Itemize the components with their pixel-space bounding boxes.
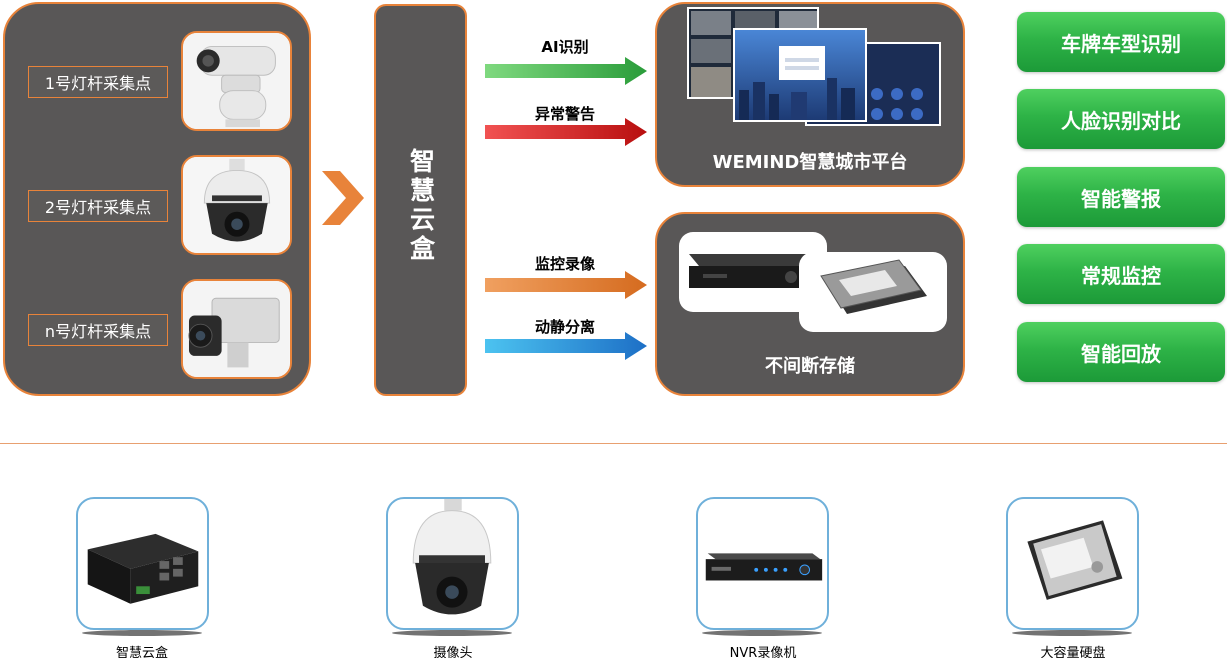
screen-city-login [733,28,867,122]
product-shadow [702,630,822,636]
platform-title: WEMIND智慧城市平台 [712,152,908,173]
flow-label-ai: AI识别 [541,38,589,56]
feature-face-recognition: 人脸识别对比 [1017,89,1225,149]
nvr-recorder-icon [705,553,823,581]
feature-regular-monitoring: 常规监控 [1017,244,1225,304]
feature-smart-alarm: 智能警报 [1017,167,1225,227]
camera-1-label: 1号灯杆采集点 [28,66,168,98]
hdd-photo [799,252,947,332]
dome-camera-icon [412,499,492,615]
product-card-nvr [696,497,829,630]
product-card-cloud-box [76,497,209,630]
product-label-nvr: NVR录像机 [729,646,797,658]
camera-1-photo [181,31,292,131]
cloud-box-device-icon [87,533,199,604]
product-label-hdd: 大容量硬盘 [1040,646,1106,658]
flow-label-recording: 监控录像 [534,255,595,273]
product-label-cloud-box: 智慧云盒 [115,646,168,658]
flow-label-separation: 动静分离 [534,318,595,336]
camera-2-label: 2号灯杆采集点 [28,190,168,222]
flow-arrow-separation [485,332,647,360]
dome-camera-icon [183,157,290,253]
section-divider [0,443,1227,444]
feature-plate-recognition: 车牌车型识别 [1017,12,1225,72]
storage-title: 不间断存储 [765,356,855,377]
bullet-ptz-camera-icon [183,33,290,129]
flow-arrow-recording [485,271,647,299]
nvr-recorder-icon [689,254,817,288]
smart-cloud-box: 智慧云盒 [374,4,467,396]
flow-arrow-warning [485,118,647,146]
hard-disk-icon [1027,520,1123,600]
camera-n-photo [181,279,292,379]
camera-2-photo [181,155,292,255]
flow-chevron-icon [322,171,364,225]
box-camera-icon [183,281,290,377]
product-shadow [82,630,202,636]
flow-label-warning: 异常警告 [534,105,595,123]
product-shadow [1012,630,1132,636]
product-card-hdd [1006,497,1139,630]
feature-smart-playback: 智能回放 [1017,322,1225,382]
platform-panel: WEMIND智慧城市平台 [655,2,965,187]
cloud-box-title: 智慧云盒 [406,148,436,264]
flow-arrow-ai [485,57,647,85]
camera-n-label: n号灯杆采集点 [28,314,168,346]
product-shadow [392,630,512,636]
camera-collection-panel: 1号灯杆采集点 2号灯杆采集点 n号灯杆采集点 [3,2,311,396]
product-label-camera: 摄像头 [433,646,473,658]
product-card-camera [386,497,519,630]
storage-panel: 不间断存储 [655,212,965,396]
hard-disk-icon [820,259,927,314]
